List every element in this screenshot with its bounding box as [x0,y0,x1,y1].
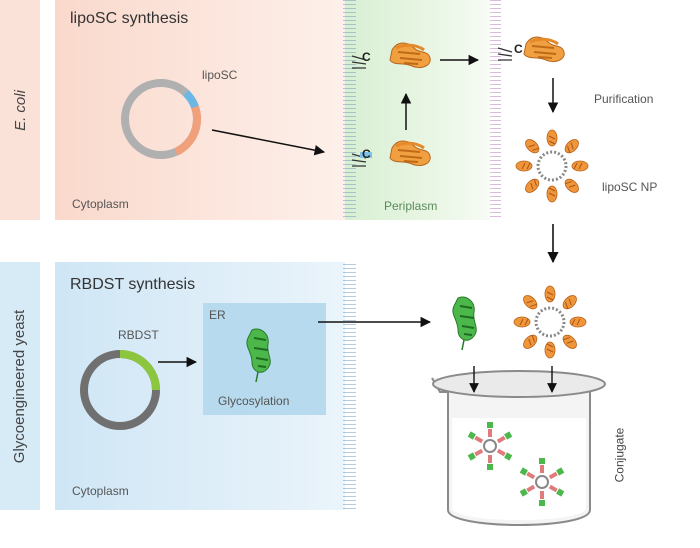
ecoli-periplasm-region [345,0,490,220]
rbdst-plasmid-label: RBDST [118,328,159,342]
yeast-side-band [0,262,40,510]
liposc-np-label: lipoSC NP [602,180,658,194]
glycosylation-label: Glycosylation [218,394,290,408]
ecoli-cytoplasm-label: Cytoplasm [72,197,129,211]
er-label: ER [209,308,226,322]
rbdst-protein [451,295,478,351]
rbdst-plasmid [80,350,160,430]
liposc-plasmid [121,79,202,159]
arrow-to-membrane [211,129,326,156]
beaker [431,370,606,526]
lipid-anchor-lower-letter: C [362,147,371,161]
liposc-synthesis-title: lipoSC synthesis [70,10,189,27]
conjugate-label-wrap: Conjugate [604,410,634,500]
conjugate-particle-2 [519,458,565,506]
conjugate-particle-1 [467,422,513,470]
ecoli-outer-membrane [490,0,501,220]
ecoli-side-band [0,0,40,220]
ecoli-inner-membrane [343,0,356,220]
liposc-nanoparticle [515,129,589,203]
liposc-plasmid-label: lipoSC [202,68,238,82]
lipid-anchor-upper-letter: C [362,50,371,64]
protein-outer-membrane [497,35,566,64]
purification-label: Purification [594,92,654,106]
periplasm-label: Periplasm [384,199,438,213]
yeast-cytoplasm-label: Cytoplasm [72,484,129,498]
glycoprotein-in-er [245,327,272,383]
protein-anchored-lower [351,139,432,168]
liposc-nanoparticle-2 [513,285,587,359]
lipid-anchor-outer-letter: C [514,42,523,56]
rbdst-synthesis-title: RBDST synthesis [70,276,196,293]
yeast-cell-membrane [343,264,356,510]
conjugate-label: Conjugate [612,427,626,483]
